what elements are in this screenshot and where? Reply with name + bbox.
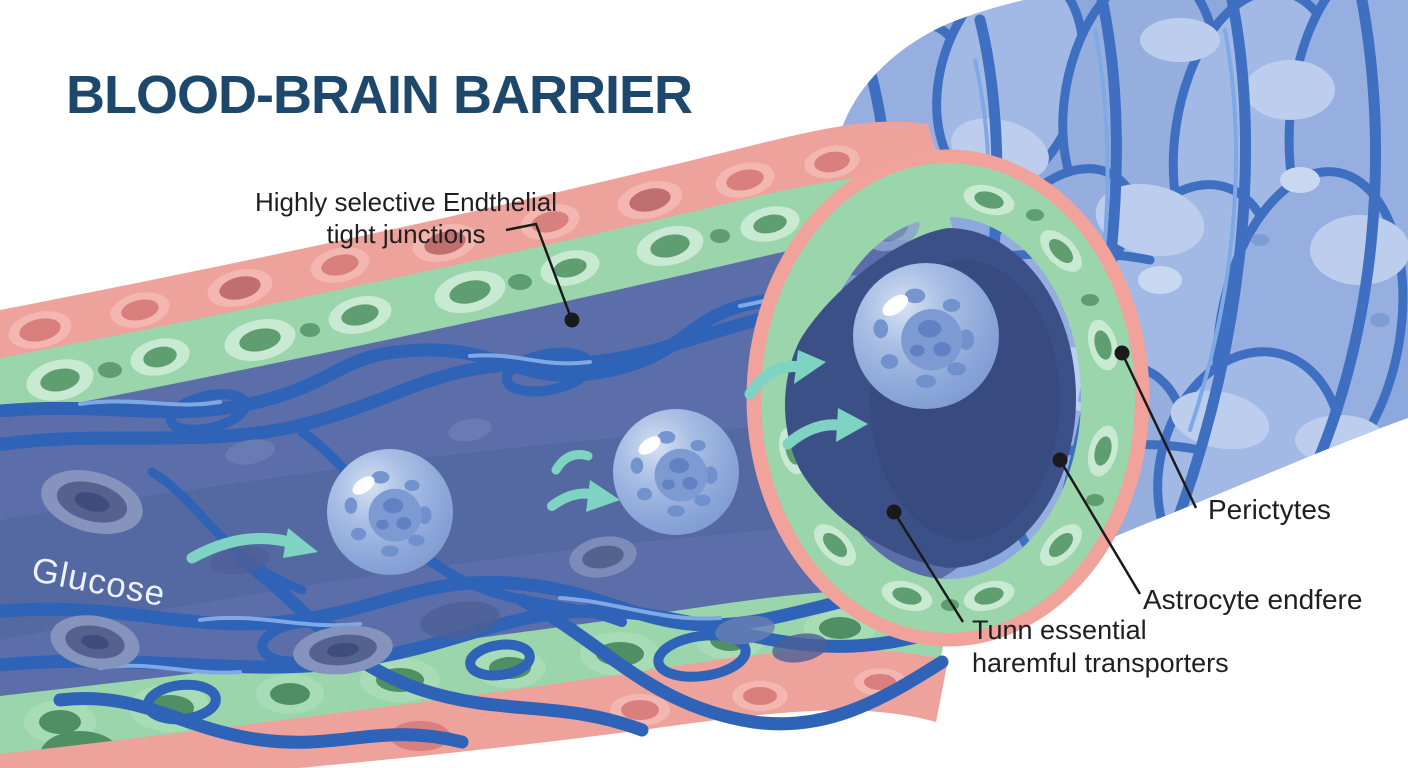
page-title: BLOOD-BRAIN BARRIER	[66, 65, 693, 125]
light-blobs	[225, 418, 775, 645]
blood-cell	[853, 263, 999, 409]
glucose-arrow	[186, 528, 318, 564]
leader-tight-junctions	[505, 222, 580, 328]
label-pericytes: Perictytes	[1208, 494, 1331, 525]
label-tight-junctions-line2: tight junctions	[326, 219, 486, 249]
glucose-arrow	[547, 480, 620, 512]
outer-pink-layer-bottom	[0, 649, 948, 768]
pink-layer-cells	[8, 145, 860, 349]
platelet-cell	[41, 470, 143, 534]
platelet-cell	[50, 615, 140, 669]
glucose-arrow	[782, 408, 868, 450]
leader-pericytes	[1114, 345, 1198, 509]
glucose-arrows	[186, 350, 868, 564]
label-tight-junctions-line1: Highly selective Endthelial	[254, 187, 558, 217]
label-tight-junctions: Highly selective Endthelial tight juncti…	[232, 186, 580, 250]
label-transporters-line2: haremful transporters	[972, 648, 1229, 678]
glucose-arrow	[551, 450, 593, 475]
label-transporters-line1: Tunn essential	[972, 615, 1147, 645]
outer-pink-layer-top	[0, 121, 946, 362]
label-transporters: Tunn essential haremful transporters	[972, 614, 1229, 680]
pink-layer-cells-bottom	[390, 668, 906, 751]
platelet-cell	[293, 625, 393, 675]
blood-cell	[327, 449, 453, 575]
blood-cell	[613, 409, 739, 535]
label-astrocyte-endfeet: Astrocyte endfere	[1143, 584, 1363, 615]
leader-astrocyte	[1052, 452, 1142, 595]
leader-transporters	[886, 504, 965, 623]
platelet-cell	[569, 536, 637, 578]
glucose-arrow	[744, 350, 826, 400]
pink-ring	[746, 149, 1150, 647]
